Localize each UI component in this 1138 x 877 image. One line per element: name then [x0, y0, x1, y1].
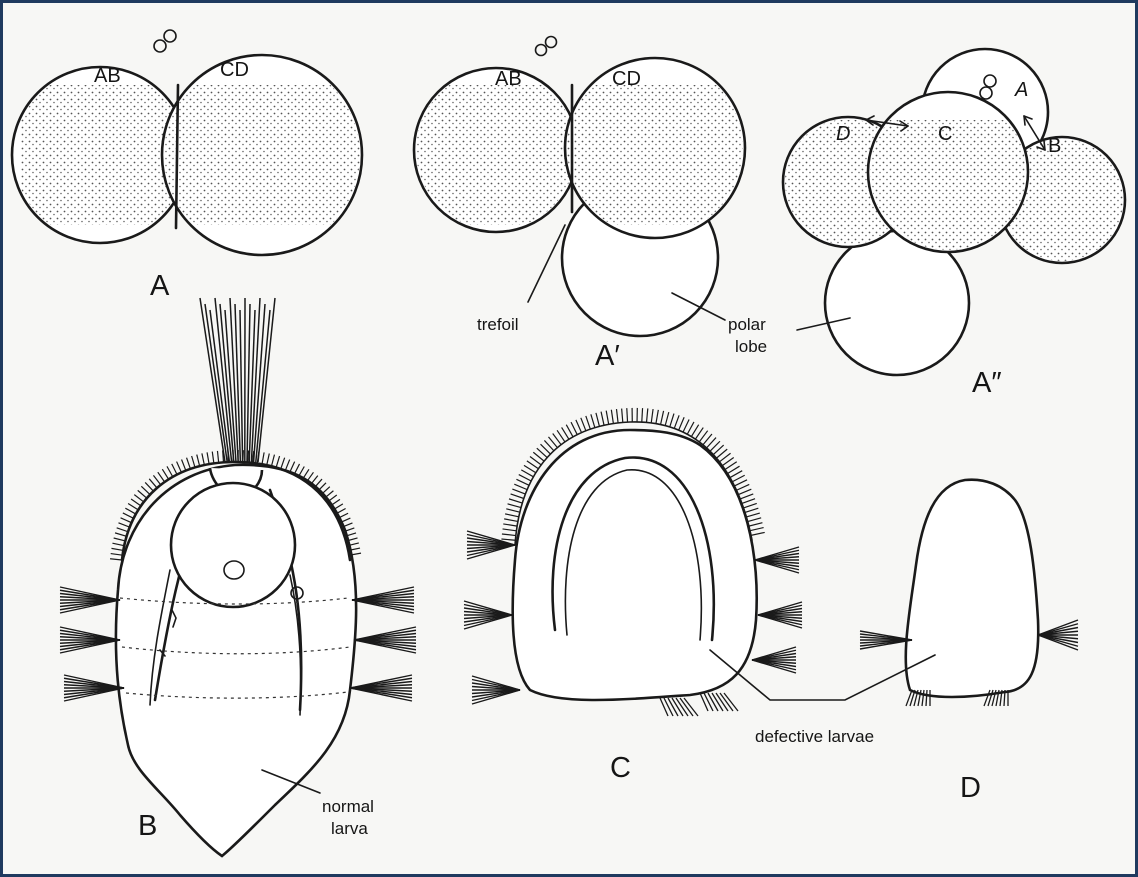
cell-label-ab: AB — [94, 65, 121, 87]
label-trefoil: trefoil — [477, 315, 519, 334]
caption-a: A — [150, 270, 170, 302]
cell-label-ab-trefoil: AB — [495, 68, 522, 90]
caption-a-prime: A′ — [595, 340, 620, 372]
label-polar: polar — [728, 315, 766, 334]
cell-label-a: A — [1014, 79, 1028, 101]
cell-label-b: B — [1048, 135, 1061, 157]
caption-a-double-prime: A″ — [972, 367, 1002, 399]
panel-a-prime: AB CD trefoil polar lobe A′ — [414, 37, 767, 373]
cell-cd-trefoil — [565, 58, 745, 238]
cell-label-d: D — [836, 123, 850, 145]
label-larva: larva — [331, 819, 368, 838]
cell-cd — [162, 55, 362, 255]
stomach-sphere — [171, 483, 295, 607]
cell-label-c: C — [938, 123, 952, 145]
caption-b: B — [138, 810, 157, 842]
cell-c — [868, 92, 1028, 252]
panel-a-double-prime: A B C D A″ — [783, 49, 1125, 399]
panel-a: AB CD A — [12, 30, 362, 302]
larva-d-outline — [906, 480, 1038, 697]
label-normal: normal — [322, 797, 374, 816]
cell-label-cd: CD — [220, 59, 249, 81]
label-lobe: lobe — [735, 337, 767, 356]
polar-bodies — [154, 30, 176, 52]
cell-label-cd-trefoil: CD — [612, 68, 641, 90]
caption-d: D — [960, 772, 981, 804]
label-defective-larvae: defective larvae — [755, 727, 874, 746]
panel-c: C — [464, 408, 802, 784]
polar-bodies-trefoil — [536, 37, 557, 56]
panel-d: D — [860, 480, 1078, 804]
panel-b: normal larva B — [60, 298, 416, 856]
caption-c: C — [610, 752, 631, 784]
trefoil-pointer — [528, 225, 565, 302]
cell-ab-trefoil — [414, 68, 578, 232]
